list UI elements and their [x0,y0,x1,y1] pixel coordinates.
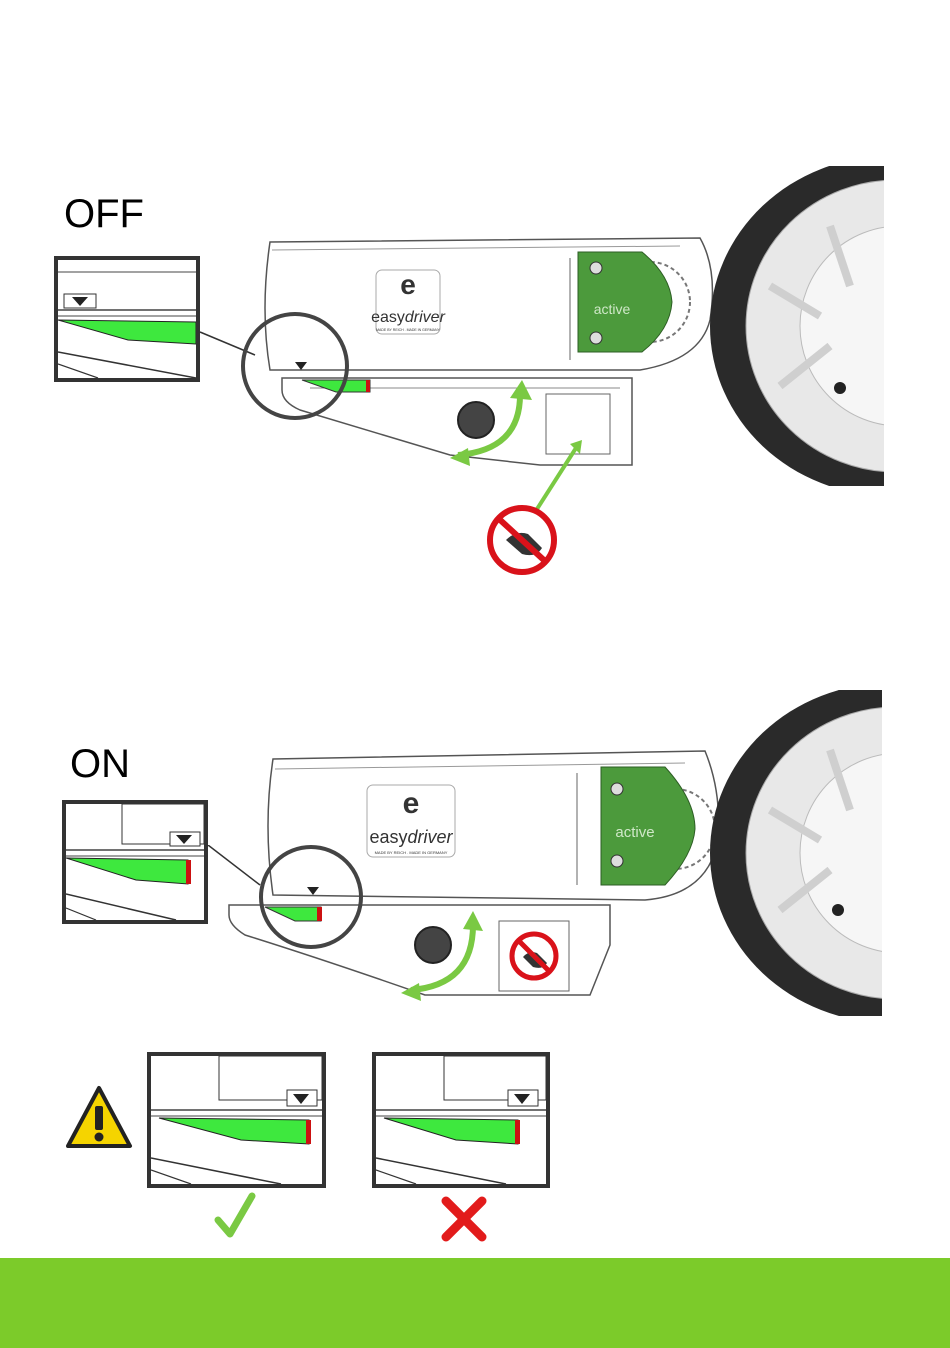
off-no-touch-sign [486,440,586,580]
on-magnifier [205,845,370,955]
off-wheel [700,166,884,486]
on-brand-text: easydriver [369,827,453,847]
on-no-hand-touch-icon [512,934,556,978]
cross-icon [441,1196,487,1242]
on-active-label: active [615,824,654,841]
on-wheel [700,690,882,1016]
footer-bar [0,1258,950,1348]
check-icon [214,1192,256,1240]
warning-triangle-icon [64,1084,134,1150]
no-hand-touch-icon [490,508,554,572]
incorrect-example-inset [372,1052,550,1188]
off-zoom-illustration [58,260,196,378]
correct-example-inset [147,1052,326,1188]
svg-text:e: e [400,269,416,300]
off-state-label: OFF [64,194,144,234]
off-brand-text: easydriver [371,309,445,326]
on-state-label: ON [70,744,130,784]
off-zoom-inset [54,256,200,382]
on-tagline: MADE BY REICH . MADE IN GERMANY [375,850,448,855]
off-active-label: active [594,301,631,317]
off-tagline: MADE BY REICH . MADE IN GERMANY [376,328,440,332]
off-magnifier [195,310,365,430]
svg-text:e: e [403,787,420,820]
on-zoom-illustration [66,804,204,920]
on-zoom-inset [62,800,208,924]
